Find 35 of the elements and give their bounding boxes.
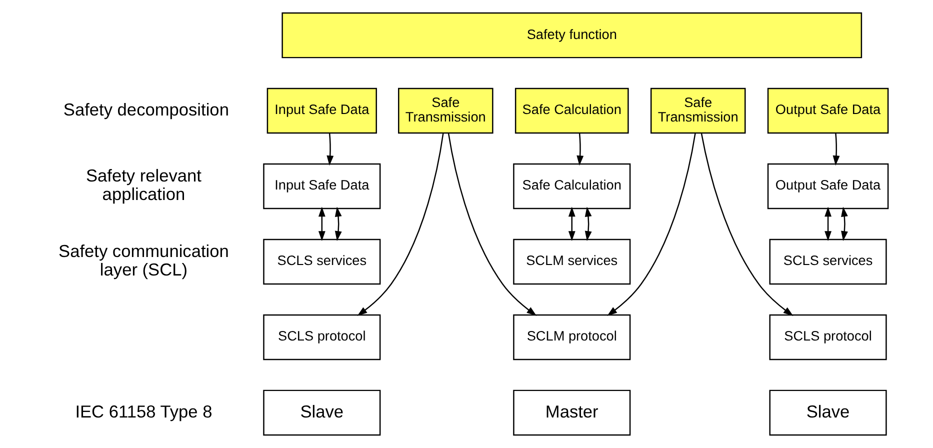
node-box: SCLM protocol [512, 314, 630, 360]
arrow [584, 206, 592, 242]
arrow [568, 206, 575, 242]
label: Safety communication layer (SCL) [58, 241, 228, 280]
arrow [840, 206, 848, 242]
node-box: Input Safe Data [266, 88, 376, 134]
node-box: Output Safe Data [766, 88, 888, 134]
node-box: SCLS protocol [262, 314, 380, 360]
node-box: Input Safe Data [262, 163, 380, 210]
node-box: Slave [768, 390, 886, 436]
arrow [832, 133, 840, 166]
node-box: Safe Calculation [512, 163, 630, 210]
node-box: Slave [262, 390, 380, 436]
arrow [606, 133, 696, 316]
node-box: Output Safe Data [766, 163, 888, 210]
node-box: SCLS services [768, 238, 886, 285]
arrow [576, 133, 584, 166]
node-box: SCLS services [262, 238, 380, 285]
node-box: Master [512, 390, 630, 436]
arrow [824, 206, 831, 242]
arrow [318, 206, 325, 242]
node-box: Safe Calculation [514, 88, 628, 134]
node-box: SCLM services [512, 238, 630, 285]
label: Safety decomposition [62, 99, 228, 120]
node-box: Safe Transmission [398, 88, 493, 134]
arrow [356, 133, 444, 316]
arrow [700, 133, 793, 316]
label: Safety relevant application [85, 166, 201, 204]
label: IEC 61158 Type 8 [74, 401, 212, 422]
node-box: SCLS protocol [768, 314, 886, 360]
node-box: Safe Transmission [650, 88, 746, 134]
arrow [447, 133, 536, 316]
arrow [326, 133, 334, 166]
node-box: Safety function [281, 12, 862, 58]
arrow [334, 206, 342, 242]
